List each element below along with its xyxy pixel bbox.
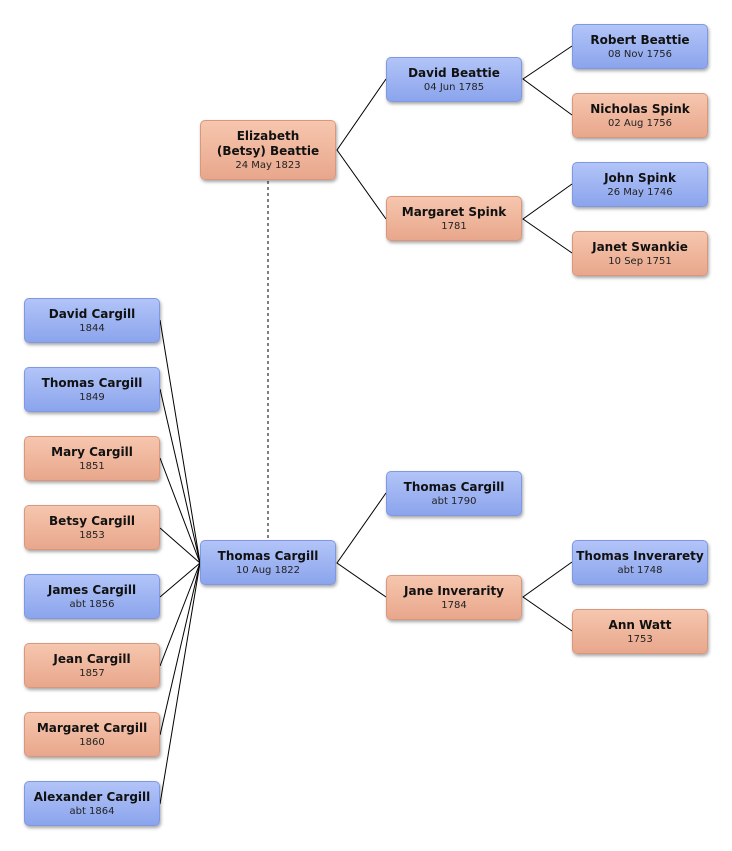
person-date: 02 Aug 1756 [607, 117, 673, 129]
person-date: 1851 [79, 460, 105, 472]
person-robert-beattie[interactable]: Robert Beattie 08 Nov 1756 [572, 24, 708, 69]
person-name: Alexander Cargill [33, 789, 151, 804]
person-ann-watt[interactable]: Ann Watt 1753 [572, 609, 708, 654]
person-name: Mary Cargill [51, 444, 133, 459]
person-date: 24 May 1823 [235, 159, 301, 171]
person-date: abt 1856 [69, 598, 115, 610]
person-margaret-spink[interactable]: Margaret Spink 1781 [386, 196, 522, 241]
edge-jane-parents [522, 561, 573, 632]
person-name: Jean Cargill [53, 651, 131, 666]
person-name: John Spink [604, 170, 676, 185]
person-child-mary-cargill[interactable]: Mary Cargill 1851 [24, 436, 160, 481]
person-child-alexander-cargill[interactable]: Alexander Cargill abt 1864 [24, 781, 160, 826]
person-nicholas-spink[interactable]: Nicholas Spink 02 Aug 1756 [572, 93, 708, 138]
person-thomas-cargill-1790[interactable]: Thomas Cargill abt 1790 [386, 471, 522, 516]
person-child-david-cargill[interactable]: David Cargill 1844 [24, 298, 160, 343]
person-jane-inverarity[interactable]: Jane Inverarity 1784 [386, 575, 522, 620]
edge-child-3 [159, 457, 201, 564]
person-date: abt 1790 [431, 495, 477, 507]
person-date: 1860 [79, 736, 105, 748]
person-date: 1781 [441, 220, 467, 232]
edge-elizabeth-parents [336, 78, 387, 220]
person-name: Jane Inverarity [404, 583, 504, 598]
person-child-james-cargill[interactable]: James Cargill abt 1856 [24, 574, 160, 619]
person-date: 1784 [441, 599, 467, 611]
person-date: abt 1864 [69, 805, 115, 817]
person-date: 10 Sep 1751 [608, 255, 672, 267]
person-david-beattie[interactable]: David Beattie 04 Jun 1785 [386, 57, 522, 102]
person-name: Margaret Cargill [36, 720, 148, 735]
person-name: Betsy Cargill [49, 513, 135, 528]
person-date: 1853 [79, 529, 105, 541]
person-name: Thomas Inverarety [576, 548, 704, 563]
edge-child-5 [159, 562, 201, 598]
edges-children [159, 319, 201, 805]
person-date: 26 May 1746 [607, 186, 673, 198]
person-date: 08 Nov 1756 [607, 48, 673, 60]
person-name: Nicholas Spink [590, 101, 690, 116]
person-date: 04 Jun 1785 [423, 81, 485, 93]
edge-thomas-parents [336, 492, 387, 598]
person-child-jean-cargill[interactable]: Jean Cargill 1857 [24, 643, 160, 688]
person-date: 1844 [79, 322, 105, 334]
person-date: 1849 [79, 391, 105, 403]
edge-david-parents [522, 45, 573, 116]
edge-child-2 [159, 388, 201, 564]
person-name: Janet Swankie [592, 239, 688, 254]
person-child-betsy-cargill[interactable]: Betsy Cargill 1853 [24, 505, 160, 550]
person-name: Margaret Spink [401, 204, 507, 219]
person-john-spink[interactable]: John Spink 26 May 1746 [572, 162, 708, 207]
edge-child-8 [159, 562, 201, 805]
person-thomas-cargill-1822[interactable]: Thomas Cargill 10 Aug 1822 [200, 540, 336, 585]
edge-margaret-parents [522, 183, 573, 254]
person-name: James Cargill [47, 582, 137, 597]
edge-child-7 [159, 562, 201, 736]
person-name: David Beattie [408, 65, 500, 80]
person-name: David Cargill [48, 306, 136, 321]
person-date: 1753 [627, 633, 653, 645]
person-name: Ann Watt [608, 617, 672, 632]
person-elizabeth-beattie[interactable]: Elizabeth (Betsy) Beattie 24 May 1823 [200, 120, 336, 180]
person-name: Thomas Cargill [41, 375, 143, 390]
edge-child-4 [159, 527, 201, 564]
person-name: Thomas Cargill [403, 479, 505, 494]
person-name: Thomas Cargill [217, 548, 319, 563]
edge-child-1 [159, 319, 201, 564]
person-date: 10 Aug 1822 [235, 564, 301, 576]
edge-child-6 [159, 562, 201, 667]
person-name: Robert Beattie [590, 32, 690, 47]
person-child-margaret-cargill[interactable]: Margaret Cargill 1860 [24, 712, 160, 757]
person-thomas-inverarety[interactable]: Thomas Inverarety abt 1748 [572, 540, 708, 585]
person-date: abt 1748 [617, 564, 663, 576]
person-janet-swankie[interactable]: Janet Swankie 10 Sep 1751 [572, 231, 708, 276]
person-child-thomas-cargill[interactable]: Thomas Cargill 1849 [24, 367, 160, 412]
person-name: Elizabeth (Betsy) Beattie [216, 128, 320, 158]
person-date: 1857 [79, 667, 105, 679]
